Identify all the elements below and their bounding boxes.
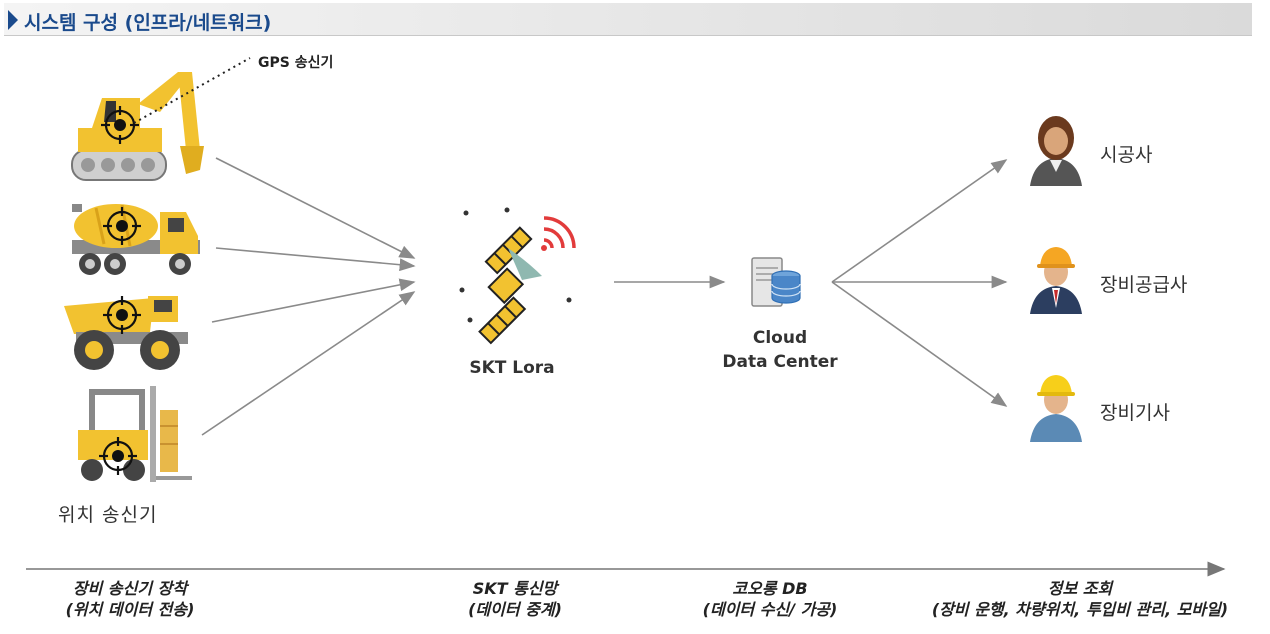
datacenter-label: Cloud Data Center bbox=[705, 326, 855, 374]
step-detail: (장비 운행, 차량위치, 투입비 관리, 모바일) bbox=[931, 600, 1229, 619]
step-database: 코오롱 DB (데이터 수신/ 가공) bbox=[680, 578, 860, 620]
flow-arrows bbox=[201, 157, 1008, 436]
step-title: SKT 통신망 bbox=[472, 579, 558, 598]
device-caption: 위치 송신기 bbox=[58, 504, 158, 526]
step-title: 장비 송신기 장착 bbox=[72, 579, 188, 598]
step-title: 코오롱 DB bbox=[732, 579, 808, 598]
server-database-icon bbox=[751, 257, 801, 307]
step-install: 장비 송신기 장착 (위치 데이터 전송) bbox=[40, 578, 220, 620]
chevron-right-icon bbox=[8, 10, 18, 30]
mixer-truck-icon bbox=[72, 204, 200, 275]
businesswoman-icon bbox=[1030, 116, 1082, 186]
dump-truck-icon bbox=[64, 294, 188, 370]
user-label-operator: 장비기사 bbox=[1100, 402, 1170, 424]
datacenter-label-line1: Cloud bbox=[752, 328, 808, 348]
section-header: 시스템 구성 (인프라/네트워크) bbox=[4, 3, 1252, 36]
step-query: 정보 조회 (장비 운행, 차량위치, 투입비 관리, 모바일) bbox=[900, 578, 1260, 620]
step-detail: (데이터 수신/ 가공) bbox=[702, 600, 838, 619]
step-detail: (데이터 중계) bbox=[468, 600, 562, 619]
step-title: 정보 조회 bbox=[1047, 579, 1113, 598]
datacenter-label-line2: Data Center bbox=[722, 352, 838, 372]
satellite-icon bbox=[459, 207, 576, 345]
page-title: 시스템 구성 (인프라/네트워크) bbox=[24, 12, 272, 34]
user-label-equipment-supplier: 장비공급사 bbox=[1100, 274, 1188, 296]
excavator-icon bbox=[71, 57, 251, 181]
worker-hardhat-icon bbox=[1030, 375, 1082, 442]
forklift-icon bbox=[78, 386, 192, 482]
manager-hardhat-icon bbox=[1030, 247, 1082, 314]
step-detail: (위치 데이터 전송) bbox=[65, 600, 195, 619]
network-label: SKT Lora bbox=[469, 358, 555, 378]
gps-transmitter-label: GPS 송신기 bbox=[258, 55, 334, 71]
step-relay: SKT 통신망 (데이터 중계) bbox=[425, 578, 605, 620]
user-label-contractor: 시공사 bbox=[1100, 144, 1153, 166]
